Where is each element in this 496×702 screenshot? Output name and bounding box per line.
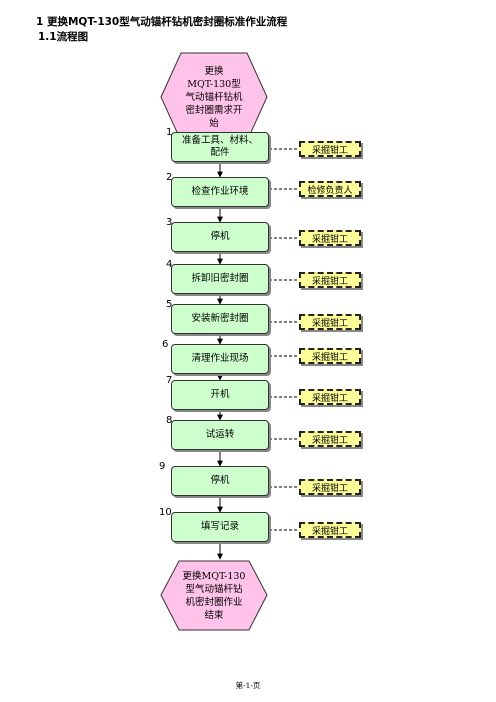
start-label: 更换 MQT-130型 气动锚杆钻机 密封圈需求开 始 [185,65,243,129]
responsible-role: 采掘钳工 [299,141,361,157]
step-number: 2 [166,172,173,183]
step-number: 10 [159,507,172,518]
step-number: 5 [166,299,173,310]
process-step: 停机 [171,222,269,252]
end-label: 更换MQT-130 型气动锚杆钻 机密封圈作业 结束 [182,570,246,621]
step-number: 4 [166,259,173,270]
page-title: 1 更换MQT-130型气动锚杆钻机密封圈标准作业流程 [36,16,288,28]
process-step: 填写记录 [171,512,269,542]
step-number: 8 [166,415,173,426]
responsible-role: 采掘钳工 [299,389,361,405]
process-step: 试运转 [171,420,269,450]
process-step: 停机 [171,466,269,496]
responsible-role: 采掘钳工 [299,230,361,246]
responsible-role: 采掘钳工 [299,479,361,495]
step-number: 9 [159,461,166,472]
responsible-role: 采掘钳工 [299,522,361,538]
responsible-role: 采掘钳工 [299,348,361,364]
step-number: 1 [166,127,173,138]
end-terminal: 更换MQT-130 型气动锚杆钻 机密封圈作业 结束 [159,559,269,632]
end-hexagon-shape [160,560,268,631]
step-number: 3 [166,217,173,228]
process-step: 清理作业现场 [171,344,269,374]
responsible-role: 采掘钳工 [299,272,361,288]
process-step: 开机 [171,380,269,410]
section-title: 1.1流程图 [38,31,89,43]
responsible-role: 采掘钳工 [299,314,361,330]
process-step: 拆卸旧密封圈 [171,264,269,294]
process-step: 准备工具、材料、 配件 [171,132,269,162]
page-number: 第-1-页 [235,681,261,690]
start-terminal: 更换 MQT-130型 气动锚杆钻机 密封圈需求开 始 [159,51,269,143]
step-number: 7 [166,375,173,386]
responsible-role: 采掘钳工 [299,431,361,447]
responsible-role: 检修负责人 [299,181,361,197]
process-step: 检查作业环境 [171,177,269,207]
process-step: 安装新密封圈 [171,304,269,334]
step-number: 6 [162,339,169,350]
